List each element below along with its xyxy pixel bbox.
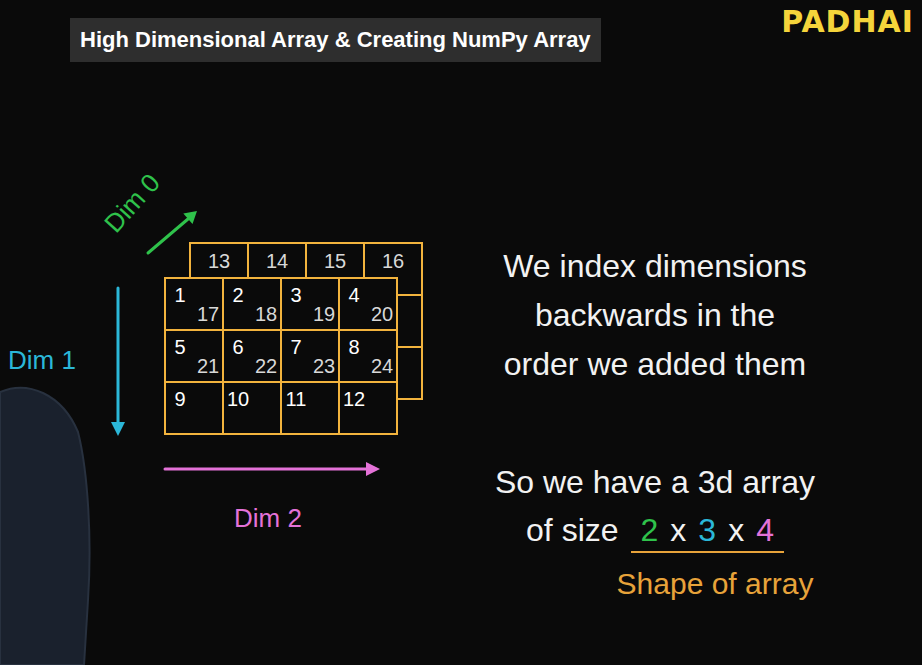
cell-number: 4 bbox=[348, 284, 359, 306]
dim2-arrow-shaft bbox=[165, 468, 367, 471]
dim1-arrow-head bbox=[111, 422, 125, 436]
cell-number: 24 bbox=[371, 355, 393, 377]
cell-number: 20 bbox=[371, 303, 393, 325]
front-array-cell: 12 bbox=[338, 381, 398, 435]
dim-label: Dim 0 bbox=[98, 168, 166, 239]
cell-number: 10 bbox=[227, 388, 249, 410]
dim-label: Dim 2 bbox=[234, 503, 302, 533]
size-sentence: So we have a 3d array of size2x3x4 bbox=[485, 458, 825, 554]
cell-number: 17 bbox=[197, 303, 219, 325]
cell-number: 12 bbox=[343, 388, 365, 410]
shape-number: 4 bbox=[756, 509, 774, 551]
logo: PADHAI bbox=[781, 4, 914, 40]
cell-number: 15 bbox=[324, 250, 346, 272]
cell-number: 21 bbox=[197, 355, 219, 377]
dim-label-box: Dim 0 bbox=[98, 168, 166, 239]
cell-number: 11 bbox=[286, 388, 307, 410]
cell-number: 3 bbox=[290, 284, 301, 306]
front-array-cell: 11 bbox=[280, 381, 340, 435]
shape-number: 2 bbox=[641, 509, 659, 551]
explanation-text: We index dimensions backwards in the ord… bbox=[498, 242, 812, 389]
logo-box: PADHAI bbox=[781, 4, 914, 40]
cell-number: 23 bbox=[313, 355, 335, 377]
cell-number: 5 bbox=[174, 336, 185, 358]
presenter-silhouette bbox=[0, 388, 90, 665]
cell-number: 7 bbox=[290, 336, 301, 358]
cell-number: 13 bbox=[208, 250, 230, 272]
shape-number: 3 bbox=[698, 509, 716, 551]
explanation-text-box: We index dimensions backwards in the ord… bbox=[498, 242, 812, 389]
cell-number: 2 bbox=[232, 284, 243, 306]
front-array-cell: 10 bbox=[222, 381, 282, 435]
cell-number: 22 bbox=[255, 355, 277, 377]
dim-label-box: Dim 1 bbox=[8, 345, 76, 375]
cell-number: 8 bbox=[348, 336, 359, 358]
shape-caption-box: Shape of array bbox=[560, 566, 870, 602]
cell-number: 16 bbox=[382, 250, 404, 272]
title-text: High Dimensional Array & Creating NumPy … bbox=[80, 26, 591, 54]
shape-underline: 2x3x4 bbox=[631, 509, 784, 553]
cell-number: 19 bbox=[313, 303, 335, 325]
cell-number: 9 bbox=[174, 388, 185, 410]
cell-number: 6 bbox=[232, 336, 243, 358]
dim-label: Dim 1 bbox=[8, 345, 76, 375]
dim0-arrow-shaft bbox=[148, 219, 188, 253]
dim-label-box: Dim 2 bbox=[234, 503, 302, 533]
times-sign: x bbox=[670, 509, 686, 551]
dim2-arrow-head bbox=[366, 462, 380, 476]
front-array-cell: 9 bbox=[164, 381, 224, 435]
cell-number: 18 bbox=[255, 303, 277, 325]
cell-number: 1 bbox=[174, 284, 185, 306]
title-bar: High Dimensional Array & Creating NumPy … bbox=[70, 18, 601, 62]
times-sign: x bbox=[728, 509, 744, 551]
shape-caption: Shape of array bbox=[560, 566, 870, 602]
cell-number: 14 bbox=[266, 250, 288, 272]
dim1-arrow-shaft bbox=[117, 288, 120, 423]
dim0-arrow-head bbox=[183, 211, 197, 224]
